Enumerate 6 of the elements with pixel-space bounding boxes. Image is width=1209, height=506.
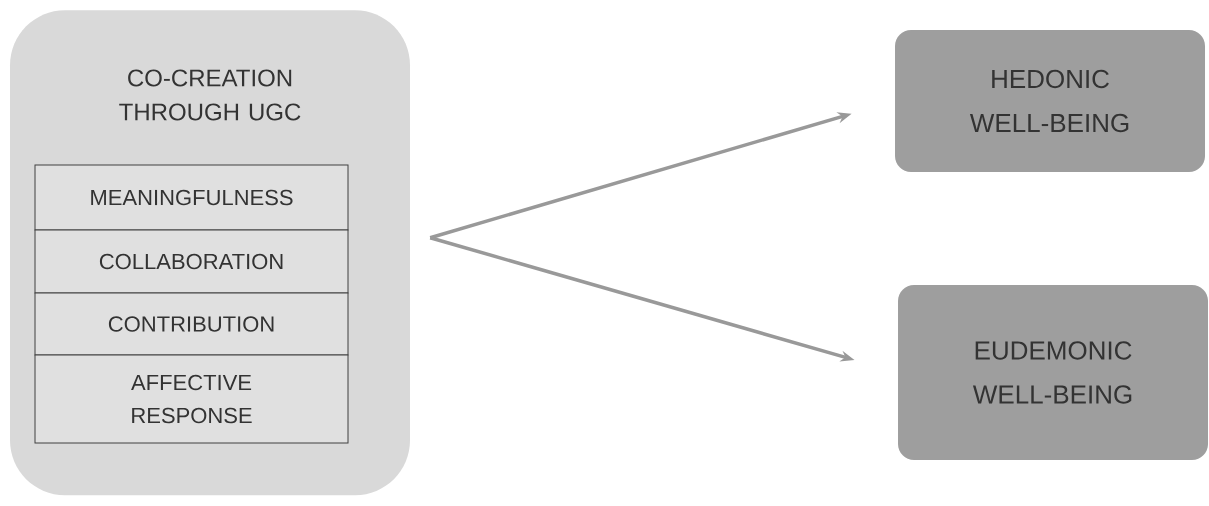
- table-row: COLLABORATION: [34, 229, 349, 294]
- table-row: AFFECTIVE RESPONSE: [34, 354, 349, 444]
- outcome-box: EUDEMONIC WELL-BEING: [898, 285, 1208, 460]
- outcome-box: HEDONIC WELL-BEING: [895, 30, 1205, 172]
- table-row: MEANINGFULNESS: [34, 164, 349, 231]
- table-row: CONTRIBUTION: [34, 292, 349, 356]
